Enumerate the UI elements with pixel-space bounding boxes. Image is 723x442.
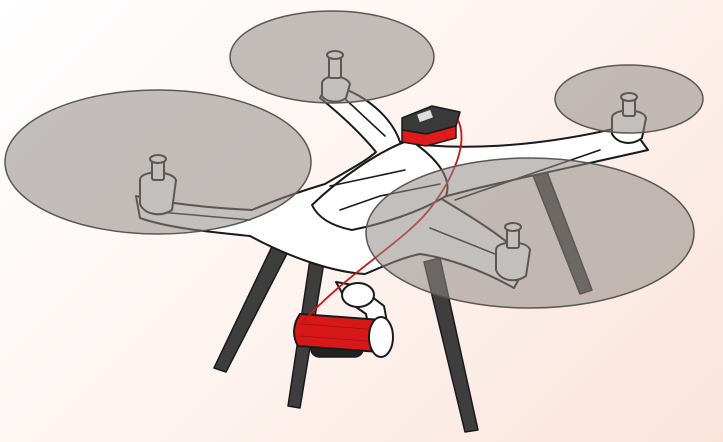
- landing-leg-front-left: [214, 238, 292, 372]
- rotor-disc-front: [366, 158, 694, 308]
- rotor-disc-back: [230, 11, 434, 103]
- rotor-disc-right: [555, 65, 703, 133]
- camera-side-cap: [369, 317, 393, 357]
- rotor-disc-left: [5, 90, 311, 234]
- top-module: [402, 106, 460, 146]
- gimbal-mount: [342, 283, 374, 307]
